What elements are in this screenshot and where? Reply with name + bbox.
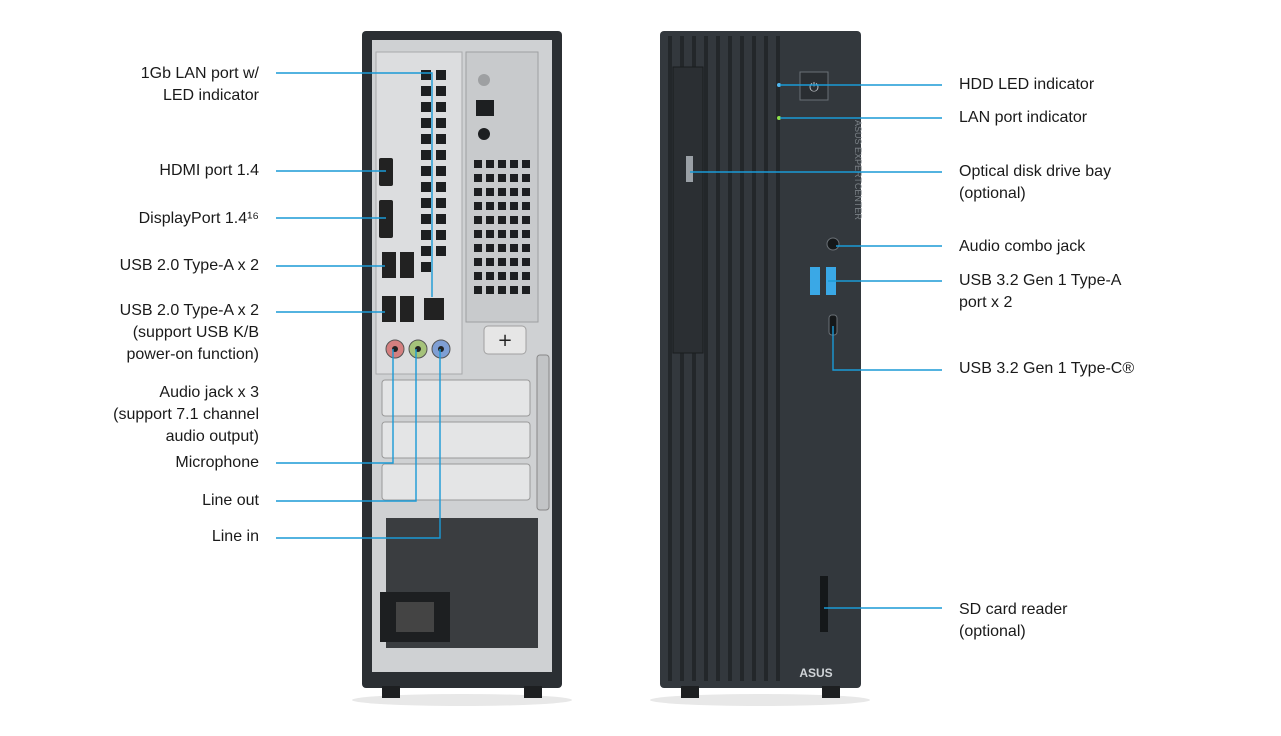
audio-jack-label: Audio jack x 3 (support 7.1 channel audi… [113,384,259,445]
hdd-led-label: HDD LED indicator [959,76,1095,93]
svg-text:⏻: ⏻ [809,80,819,94]
usb2-label-1: USB 2.0 Type-A x 2 [119,257,259,274]
usb3-typec-label: USB 3.2 Gen 1 Type-C® [959,360,1135,377]
line-in-label: Line in [211,528,259,545]
rear-vent-grid [421,70,446,272]
hdmi-port [379,158,393,186]
usb2-port [400,296,414,322]
microphone-label: Microphone [175,454,259,471]
audio-combo-label: Audio combo jack [959,238,1086,255]
rear-view: + [352,31,572,706]
lan-led [777,116,781,120]
line-out-label: Line out [202,492,259,509]
front-view: ⏻ ASUS ASUS EXPERTCENTER [650,31,870,706]
sd-slot [820,576,828,632]
callout-lines [276,72,942,609]
usb3-port [810,267,820,295]
svg-text:+: + [497,330,512,351]
odd-eject-button [686,156,693,182]
audio-combo-jack [826,237,840,251]
usb2-port [382,252,396,278]
usb2-label-2: USB 2.0 Type-A x 2 (support USB K/B powe… [119,302,259,363]
displayport-label: DisplayPort 1.4¹⁶ [138,210,259,227]
usb2-port [400,252,414,278]
lan-port-label: 1Gb LAN port w/ LED indicator [140,65,259,104]
asus-logo: ASUS [799,666,832,680]
lan-indicator-label: LAN port indicator [959,109,1088,126]
hdd-led [777,83,781,87]
usb2-port [382,296,396,322]
sd-card-label: SD card reader (optional) [959,601,1068,640]
expertcenter-vertical-text: ASUS EXPERTCENTER [853,120,863,220]
displayport-port [379,200,393,238]
odd-bay-label: Optical disk drive bay (optional) [959,163,1112,202]
hdmi-port-label: HDMI port 1.4 [159,162,259,179]
power-button [799,71,829,101]
lan-port [424,298,444,320]
usb3-typea-label: USB 3.2 Gen 1 Type-A port x 2 [959,272,1122,311]
